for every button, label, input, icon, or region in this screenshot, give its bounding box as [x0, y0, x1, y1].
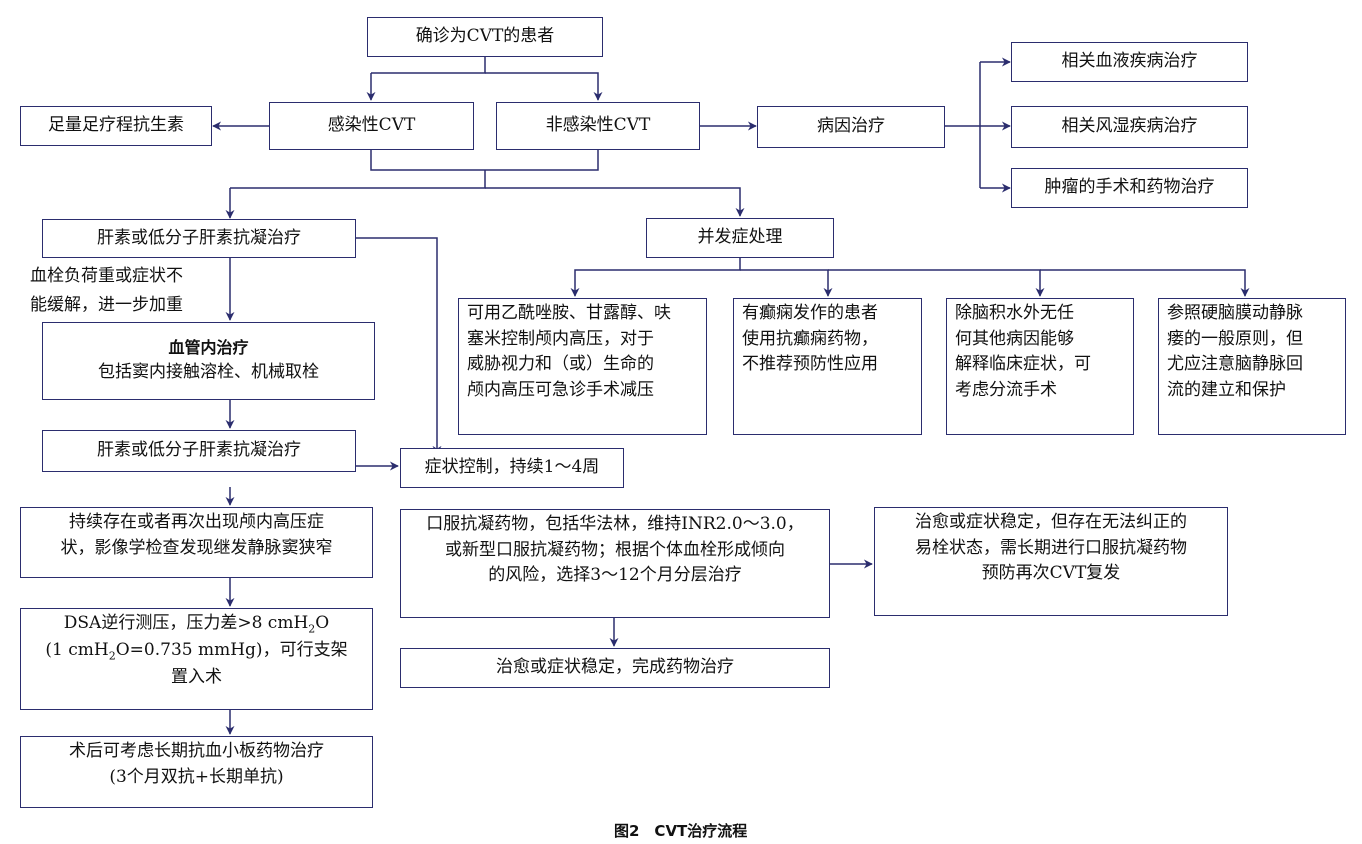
node-tumor: 肿瘤的手术和药物治疗 [1011, 168, 1248, 208]
comp-epilepsy-line-3: 不推荐预防性应用 [742, 354, 878, 374]
dsa-line-1: DSA逆行测压，压力差>8 cmH2O [64, 611, 329, 638]
persistent-ich-line-2: 状，影像学检查发现继发静脉窦狭窄 [60, 537, 333, 558]
edge-label-line-1: 血栓负荷重或症状不 [30, 266, 183, 286]
antiplatelet-line-2: (3个月双抗+长期单抗) [109, 766, 284, 787]
figure-caption: 图2 CVT治疗流程 [614, 822, 748, 840]
node-complete-treatment: 治愈或症状稳定，完成药物治疗 [400, 648, 830, 688]
dsa-line-1-sub: 2 [308, 622, 316, 636]
longterm-line-2: 易栓状态，需长期进行口服抗凝药物 [915, 537, 1187, 558]
node-endovascular: 血管内治疗 包括窦内接触溶栓、机械取栓 [42, 322, 375, 400]
arrow-anticoag-to-symptom [356, 237, 442, 455]
node-etiology: 病因治疗 [757, 106, 945, 148]
dsa-line-2-text: (1 cmH [45, 639, 109, 660]
node-hematologic: 相关血液疾病治疗 [1011, 42, 1248, 82]
node-infectious-cvt: 感染性CVT [269, 102, 474, 150]
dsa-line-1-tail: O [315, 613, 330, 633]
oral-line-2: 或新型口服抗凝药物；根据个体血栓形成倾向 [445, 539, 785, 560]
edge-label-line-2: 能缓解，进一步加重 [30, 294, 183, 315]
dsa-line-1-text: DSA逆行测压，压力差>8 cmH [63, 613, 309, 633]
longterm-line-3: 预防再次CVT复发 [981, 563, 1121, 583]
node-comp-intracranial-pressure: 可用乙酰唑胺、甘露醇、呋 塞米控制颅内高压，对于 威胁视力和（或）生命的 颅内高… [458, 298, 707, 435]
node-anticoag-1: 肝素或低分子肝素抗凝治疗 [42, 219, 356, 258]
comp-hydro-line-3: 解释临床症状，可 [955, 354, 1091, 374]
node-etiology-label: 病因治疗 [817, 116, 885, 137]
arrow-to-complications [485, 187, 745, 217]
comp-ich-line-4: 颅内高压可急诊手术减压 [467, 379, 654, 400]
node-persistent-ich: 持续存在或者再次出现颅内高压症 状，影像学检查发现继发静脉窦狭窄 [20, 507, 373, 578]
arrow-to-comp-hydro [828, 269, 1045, 297]
node-antibiotics-label: 足量足疗程抗生素 [48, 115, 184, 136]
node-antiplatelet: 术后可考虑长期抗血小板药物治疗 (3个月双抗+长期单抗) [20, 736, 373, 808]
comp-ich-line-1: 可用乙酰唑胺、甘露醇、呋 [467, 303, 671, 323]
node-infectious-cvt-label: 感染性CVT [327, 115, 416, 136]
node-noninfectious-cvt: 非感染性CVT [496, 102, 700, 150]
arrow-to-comp-davf [1040, 269, 1250, 297]
dsa-line-2-sub: 2 [108, 649, 116, 663]
node-rheumatic-label: 相关风湿疾病治疗 [1061, 116, 1198, 137]
comp-epilepsy-line-1: 有癫痫发作的患者 [742, 303, 878, 323]
comp-epilepsy-line-2: 使用抗癫痫药物， [742, 328, 878, 349]
node-anticoag-2: 肝素或低分子肝素抗凝治疗 [42, 430, 356, 472]
node-comp-epilepsy: 有癫痫发作的患者 使用抗癫痫药物， 不推荐预防性应用 [733, 298, 922, 435]
node-confirmed-cvt: 确诊为CVT的患者 [367, 17, 603, 57]
node-noninfectious-cvt-label: 非感染性CVT [545, 115, 651, 136]
connector-root [371, 56, 486, 74]
connector-complications [570, 258, 741, 297]
node-hematologic-label: 相关血液疾病治疗 [1061, 51, 1198, 72]
node-confirmed-cvt-label: 确诊为CVT的患者 [415, 26, 555, 47]
oral-line-3: 的风险，选择3～12个月分层治疗 [488, 565, 742, 585]
dsa-line-2-tail: O=0.735 mmHg)，可行支架 [115, 639, 348, 660]
comp-ich-line-3: 威胁视力和（或）生命的 [467, 354, 654, 374]
edge-label-thrombus: 血栓负荷重或症状不 能缓解，进一步加重 [30, 262, 183, 320]
connector-merge-down [230, 170, 486, 189]
comp-davf-line-3: 尤应注意脑静脉回 [1167, 354, 1303, 374]
comp-davf-line-1: 参照硬脑膜动静脉 [1167, 303, 1303, 323]
node-complete-treatment-label: 治愈或症状稳定，完成药物治疗 [496, 657, 734, 678]
node-anticoag-2-label: 肝素或低分子肝素抗凝治疗 [97, 440, 301, 461]
node-symptom-control: 症状控制，持续1～4周 [400, 448, 624, 488]
endovascular-title: 血管内治疗 [168, 338, 249, 358]
node-longterm-anticoag: 治愈或症状稳定，但存在无法纠正的 易栓状态，需长期进行口服抗凝药物 预防再次CV… [874, 507, 1228, 616]
node-complications-label: 并发症处理 [697, 227, 783, 248]
dsa-line-3: 置入术 [171, 666, 222, 687]
arrow-to-comp-epilepsy [740, 269, 833, 297]
node-rheumatic: 相关风湿疾病治疗 [1011, 106, 1248, 148]
antiplatelet-line-1: 术后可考虑长期抗血小板药物治疗 [69, 741, 324, 761]
comp-hydro-line-1: 除脑积水外无任 [955, 303, 1074, 323]
arrow-to-noninfectious [485, 72, 603, 101]
persistent-ich-line-1: 持续存在或者再次出现颅内高压症 [69, 512, 324, 532]
node-dsa: DSA逆行测压，压力差>8 cmH2O (1 cmH2O=0.735 mmHg)… [20, 608, 373, 710]
dsa-line-2: (1 cmH2O=0.735 mmHg)，可行支架 [45, 638, 347, 665]
comp-davf-line-4: 流的建立和保护 [1167, 379, 1286, 400]
node-symptom-control-label: 症状控制，持续1～4周 [424, 457, 600, 478]
longterm-line-1: 治愈或症状稳定，但存在无法纠正的 [915, 512, 1187, 532]
oral-line-1: 口服抗凝药物，包括华法林，维持INR2.0～3.0， [426, 514, 804, 534]
node-complications: 并发症处理 [646, 218, 834, 258]
comp-hydro-line-2: 何其他病因能够 [955, 328, 1074, 349]
comp-hydro-line-4: 考虑分流手术 [955, 379, 1057, 400]
node-antibiotics: 足量足疗程抗生素 [20, 106, 212, 146]
connector-merge [370, 150, 599, 171]
node-tumor-label: 肿瘤的手术和药物治疗 [1044, 177, 1215, 198]
node-oral-anticoag: 口服抗凝药物，包括华法林，维持INR2.0～3.0， 或新型口服抗凝药物；根据个… [400, 509, 830, 618]
comp-ich-line-2: 塞米控制颅内高压，对于 [467, 328, 654, 349]
node-anticoag-1-label: 肝素或低分子肝素抗凝治疗 [97, 227, 301, 248]
comp-davf-line-2: 瘘的一般原则，但 [1167, 328, 1303, 349]
node-comp-hydrocephalus: 除脑积水外无任 何其他病因能够 解释临床症状，可 考虑分流手术 [946, 298, 1134, 435]
endovascular-detail: 包括窦内接触溶栓、机械取栓 [98, 362, 319, 383]
node-comp-davf: 参照硬脑膜动静脉 瘘的一般原则，但 尤应注意脑静脉回 流的建立和保护 [1158, 298, 1346, 435]
